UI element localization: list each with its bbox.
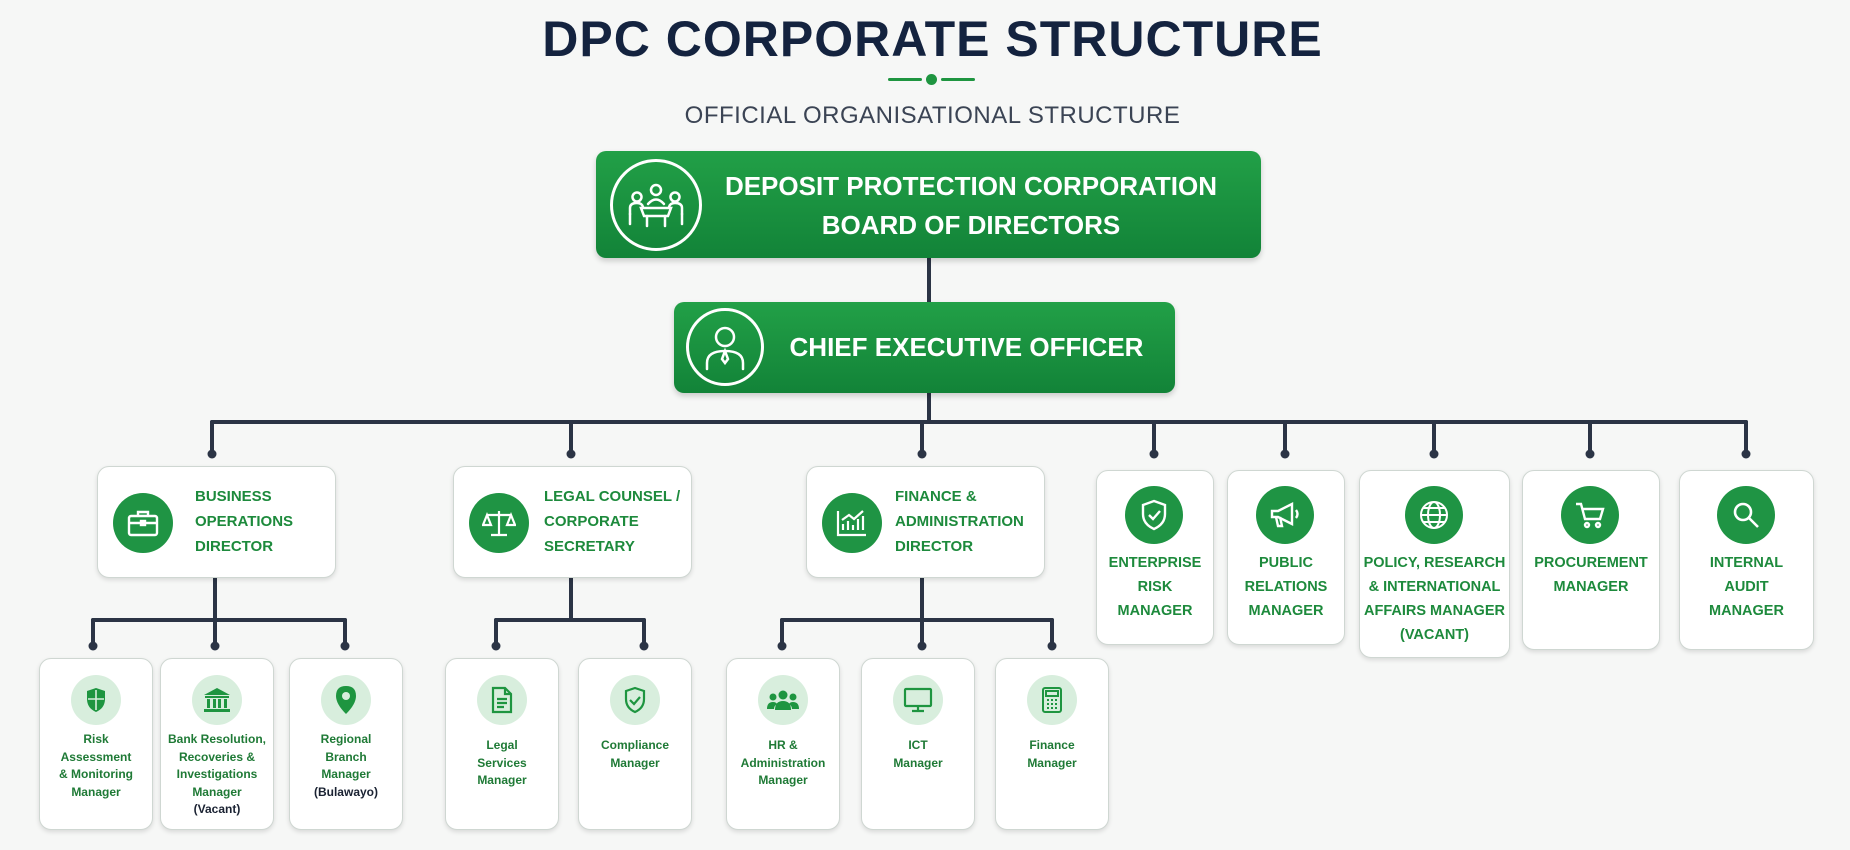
shield-check-icon — [610, 675, 660, 725]
boardroom-icon — [610, 159, 702, 251]
ceo-title: CHIEF EXECUTIVE OFFICER — [789, 332, 1144, 362]
document-icon — [477, 675, 527, 725]
page-subtitle: OFFICIAL ORGANISATIONAL STRUCTURE — [684, 102, 1181, 129]
magnifier-icon — [1717, 486, 1775, 544]
board-title-line1: DEPOSIT PROTECTION CORPORATION — [724, 171, 1218, 201]
person-icon — [686, 308, 764, 386]
team-icon — [758, 675, 808, 725]
ceo-box[interactable]: CHIEF EXECUTIVE OFFICER — [674, 302, 1175, 393]
shield-icon — [71, 675, 121, 725]
growth-chart-icon — [822, 493, 882, 553]
title-divider — [888, 72, 976, 86]
calculator-icon — [1027, 675, 1077, 725]
megaphone-icon — [1256, 486, 1314, 544]
bank-resolution-manager-card[interactable]: Bank Resolution,Recoveries &Investigatio… — [160, 658, 274, 830]
bank-icon — [192, 675, 242, 725]
briefcase-icon — [113, 493, 173, 553]
page-title: DPC CORPORATE STRUCTURE — [542, 11, 1323, 67]
scales-icon — [469, 493, 529, 553]
location-pin-icon — [321, 675, 371, 725]
board-of-directors-box[interactable]: DEPOSIT PROTECTION CORPORATION BOARD OF … — [596, 151, 1261, 258]
manager-label: Bank Resolution,Recoveries &Investigatio… — [167, 732, 266, 816]
cart-icon — [1561, 486, 1619, 544]
board-title-line2: BOARD OF DIRECTORS — [821, 210, 1121, 240]
shield-check-icon — [1125, 486, 1183, 544]
globe-icon — [1405, 486, 1463, 544]
computer-icon — [893, 675, 943, 725]
